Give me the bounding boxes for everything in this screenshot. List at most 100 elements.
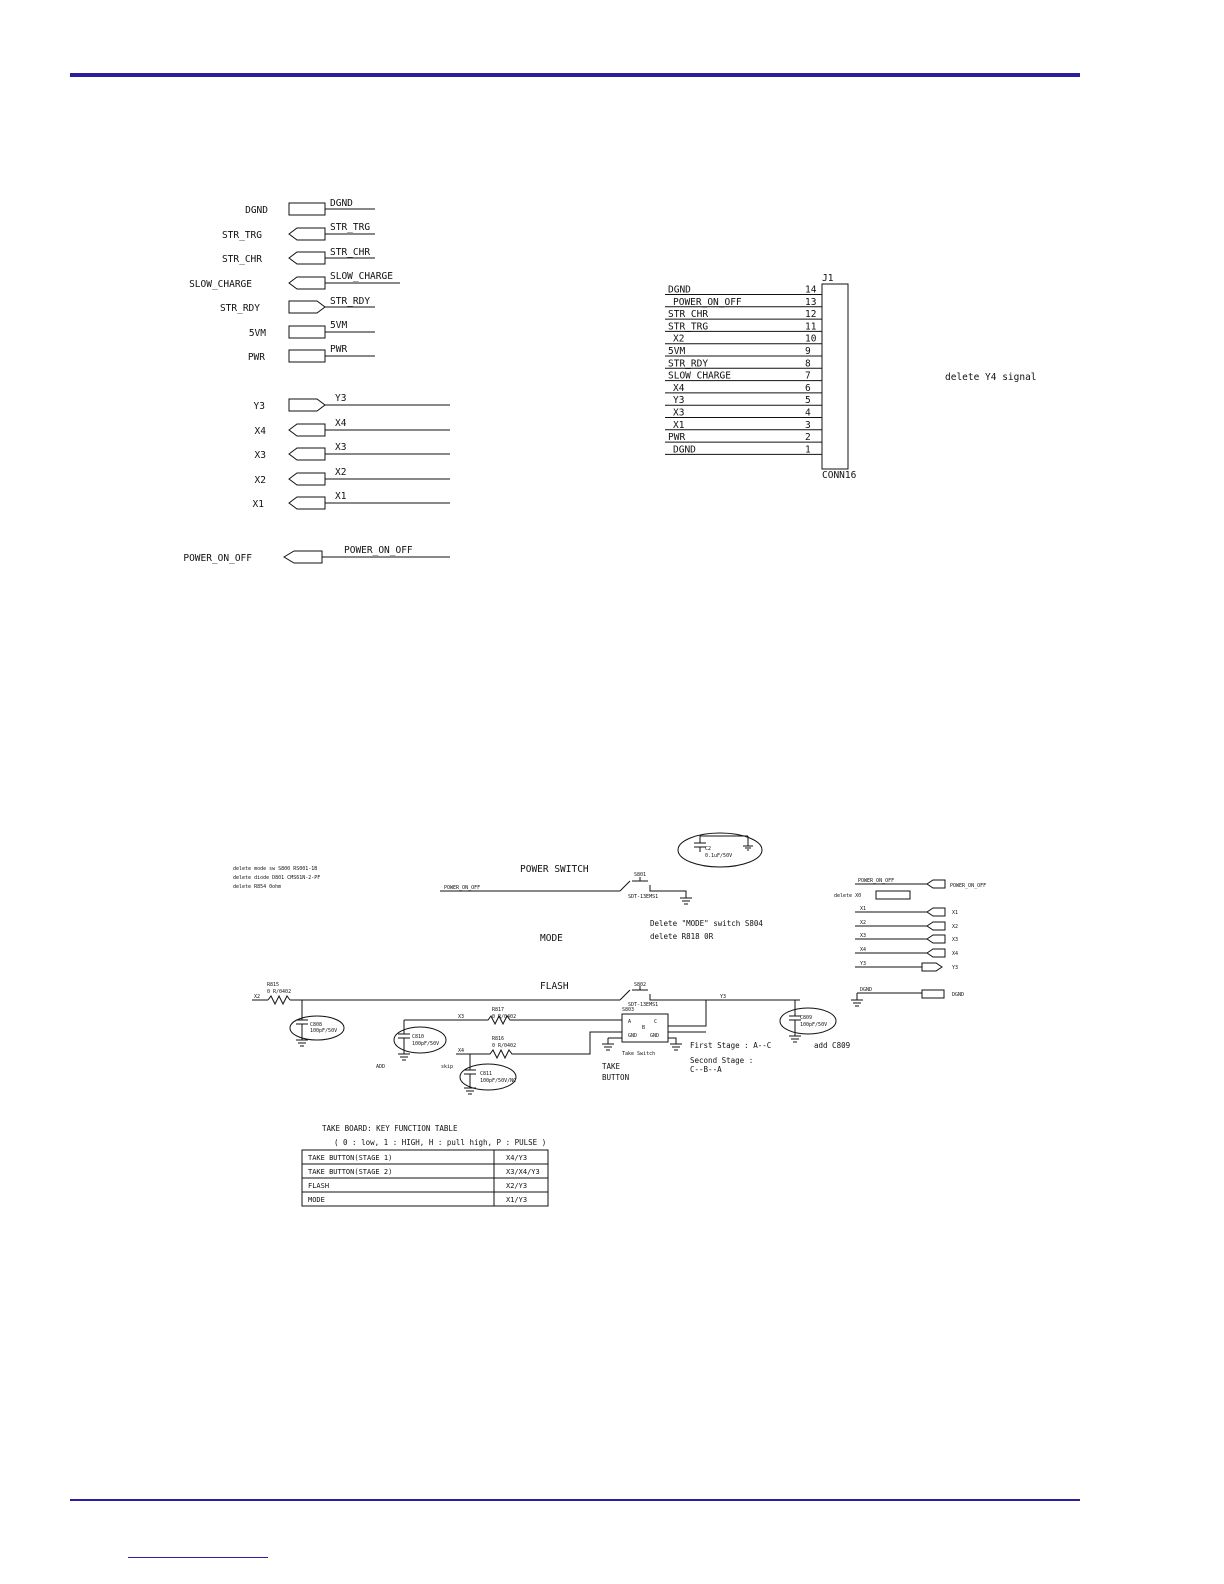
port-name: SLOW_CHARGE: [189, 279, 252, 290]
table-cell: X3/X4/Y3: [506, 1168, 540, 1176]
port-name: X4: [255, 426, 267, 437]
delete-r818-note: delete R818 0R: [650, 932, 714, 941]
wire-label: Y3: [860, 961, 866, 967]
delete-mode-note: Delete "MODE" switch S804: [650, 919, 763, 928]
key-function-table: TAKE BOARD: KEY FUNCTION TABLE ( 0 : low…: [301, 1124, 549, 1207]
port-symbol: [288, 325, 326, 339]
port-symbol: [288, 472, 326, 486]
wire-label: X3: [335, 442, 346, 453]
port-symbol: [288, 251, 326, 265]
pin-net-label: STR_TRG: [668, 321, 708, 332]
pin-number: 8: [805, 358, 811, 369]
capacitor-ref: C2: [705, 846, 711, 852]
take-switch-caption: Take Switch: [622, 1051, 655, 1057]
stage-note: Second Stage :: [690, 1056, 753, 1065]
pin-number: 5: [805, 395, 811, 406]
port-symbol: [283, 550, 323, 564]
wire-label: DGND: [860, 987, 872, 993]
table-subtitle: ( 0 : low, 1 : HIGH, H : pull high, P : …: [334, 1138, 546, 1147]
right-port-label: POWER_ON_OFF: [950, 883, 986, 889]
connector-note: delete Y4 signal: [945, 372, 1037, 383]
deleted-port: [875, 890, 911, 900]
wire-label: X4: [860, 947, 866, 953]
right-port-label: Y3: [952, 965, 958, 971]
annotation-circle: [393, 1026, 447, 1054]
wire-label: POWER_ON_OFF: [344, 545, 413, 556]
table-cell: TAKE BUTTON(STAGE 1): [308, 1154, 392, 1162]
port-name: X1: [253, 499, 265, 510]
port-name: X2: [255, 475, 266, 486]
port-symbol: [288, 496, 326, 510]
connector-ref: J1: [822, 273, 834, 284]
port-symbol: [288, 300, 326, 314]
pin-net-label: Y3: [673, 395, 684, 406]
wire-label: X1: [335, 491, 347, 502]
table-cell: TAKE BUTTON(STAGE 2): [308, 1168, 392, 1176]
switch-pin: C: [654, 1019, 657, 1025]
add-label: ADD: [376, 1064, 385, 1070]
right-port-label: X3: [952, 937, 958, 943]
port-symbol: [288, 227, 326, 241]
port-symbol: [926, 879, 946, 889]
footer-link[interactable]: [128, 1557, 268, 1558]
port-symbol: [921, 962, 943, 972]
pin-net-label: X4: [673, 383, 685, 394]
wire-label: X2: [335, 467, 346, 478]
pin-net-label: X1: [673, 420, 685, 431]
footer-rule: [70, 1499, 1080, 1501]
port-symbol: [926, 921, 946, 931]
wire-label: Y3: [335, 393, 346, 404]
add-c809-note: add C809: [814, 1041, 850, 1050]
pin-number: 11: [805, 321, 817, 332]
port-name: STR_CHR: [222, 254, 262, 265]
wire-label: X2: [254, 994, 260, 1000]
pin-net-label: SLOW_CHARGE: [668, 371, 731, 382]
pin-net-label: 5VM: [668, 346, 685, 357]
switch-pin: A: [628, 1019, 631, 1025]
right-port-label: DGND: [952, 992, 964, 998]
stage-note: First Stage : A--C: [690, 1041, 771, 1050]
wire-label: SLOW_CHARGE: [330, 271, 393, 282]
port-name: PWR: [248, 352, 265, 363]
port-name: Y3: [254, 401, 265, 412]
pin-net-label: X2: [673, 334, 684, 345]
pin-number: 9: [805, 346, 811, 357]
take-button-label: BUTTON: [602, 1073, 629, 1082]
table-cell: MODE: [308, 1196, 325, 1204]
annotation-circle: [289, 1015, 345, 1041]
switch-ref: S802: [634, 982, 646, 988]
wire-label: X4: [335, 418, 347, 429]
wire-label: 5VM: [330, 320, 347, 331]
flash-title: FLASH: [540, 981, 569, 992]
port-symbol: [926, 934, 946, 944]
wire-label: Y3: [720, 994, 726, 1000]
table-cell: X2/Y3: [506, 1182, 527, 1190]
resistor-ref: R816: [492, 1036, 504, 1042]
pin-net-label: PWR: [668, 432, 685, 443]
capacitor-ref: C809: [800, 1015, 812, 1021]
pin-number: 13: [805, 297, 816, 308]
port-name: STR_RDY: [220, 303, 260, 314]
wire-label: X4: [458, 1048, 464, 1054]
resistor-value: 0 R/0402: [492, 1014, 516, 1020]
pin-number: 10: [805, 334, 817, 345]
pin-net-label: STR_RDY: [668, 358, 708, 369]
port-symbol: [288, 398, 326, 412]
port-name: X3: [255, 450, 266, 461]
wire-label: POWER_ON_OFF: [858, 878, 894, 884]
wire-label: PWR: [330, 344, 347, 355]
capacitor-ref: C808: [310, 1022, 322, 1028]
right-port-label: X2: [952, 924, 958, 930]
port-name: STR_TRG: [222, 230, 262, 241]
capacitor-value: 100pF/50V: [800, 1022, 827, 1028]
pin-number: 3: [805, 420, 811, 431]
right-port-label: X1: [952, 910, 958, 916]
port-symbol: [288, 276, 326, 290]
pin-number: 2: [805, 432, 811, 443]
resistor-ref: R817: [492, 1007, 504, 1013]
wire-label: DGND: [330, 198, 353, 209]
delete-note: delete R854 0ohm: [233, 884, 281, 890]
delete-note: delete mode sw S800 RS001-1B: [233, 866, 317, 872]
port-symbol: [288, 349, 326, 363]
